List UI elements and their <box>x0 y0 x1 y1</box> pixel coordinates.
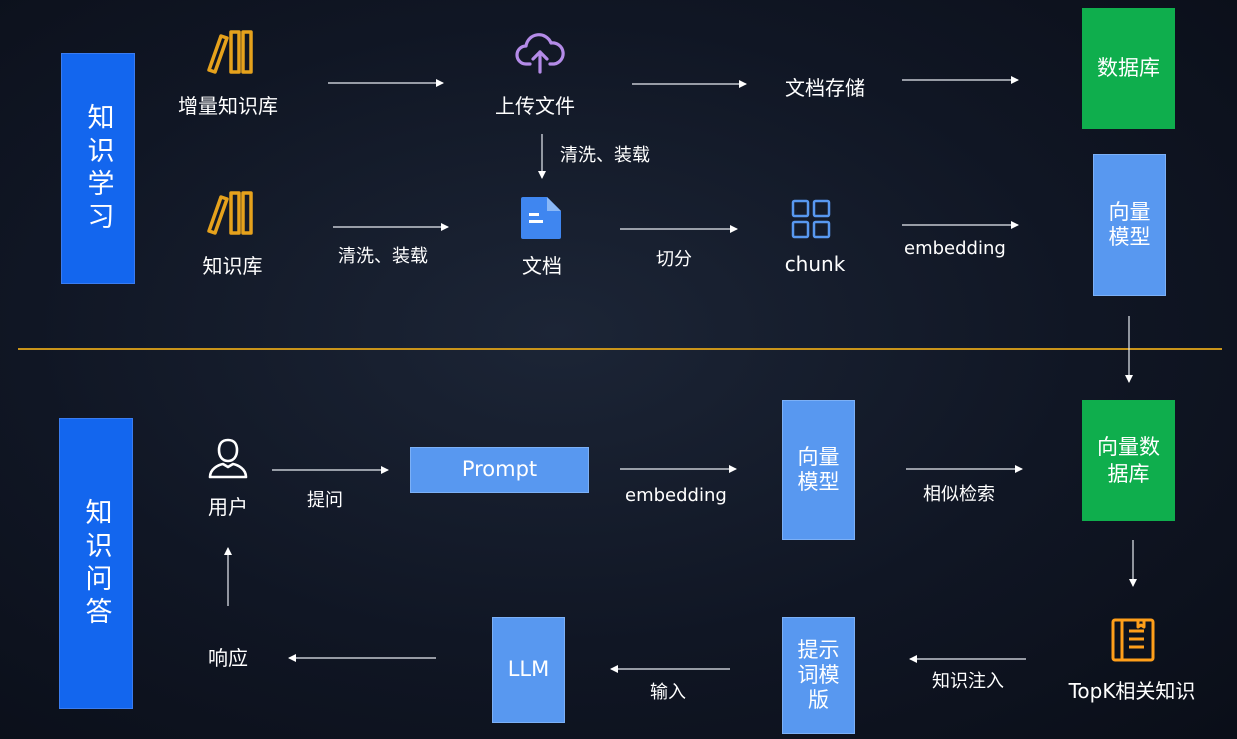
database-label: 数据库 <box>1082 8 1175 129</box>
knowledge-base-label: 知识库 <box>202 254 263 278</box>
clean-load-vertical-label: 清洗、装载 <box>560 145 650 166</box>
respond-label: 响应 <box>208 646 248 670</box>
vector-db-label-wrap: 向量数据库 <box>1082 400 1175 521</box>
prompt-template-box: 提示词模版 <box>782 617 855 734</box>
input-label: 输入 <box>650 682 686 703</box>
topk-label: TopK相关知识 <box>1068 679 1196 703</box>
prompt-template-label: 提示词模版 <box>797 637 840 713</box>
document-label: 文档 <box>522 254 562 278</box>
similarity-search-label: 相似检索 <box>923 484 995 505</box>
split-label: 切分 <box>656 249 692 270</box>
embedding-label-top: embedding <box>904 238 1006 259</box>
clean-load-label: 清洗、装载 <box>338 246 428 267</box>
user-icon <box>208 438 248 479</box>
vector-model-box-top: 向量模型 <box>1093 154 1166 296</box>
embedding-label-bottom: embedding <box>625 485 727 506</box>
section-title-qa: 知识问答 <box>80 497 112 630</box>
user-label: 用户 <box>208 495 248 519</box>
llm-label: LLM <box>507 657 550 682</box>
prompt-label: Prompt <box>461 457 538 482</box>
section-title-learning: 知识学习 <box>82 102 114 235</box>
section-knowledge-learning: 知识学习 <box>61 53 135 284</box>
grid-icon <box>791 199 831 239</box>
prompt-box: Prompt <box>410 447 589 493</box>
section-knowledge-qa: 知识问答 <box>59 418 133 709</box>
incremental-kb-label: 增量知识库 <box>178 94 278 118</box>
vector-model-box-bottom: 向量模型 <box>782 400 855 540</box>
books-icon-2 <box>207 191 253 235</box>
database-cylinder: 数据库 <box>1082 8 1175 129</box>
section-divider <box>18 348 1222 350</box>
llm-box: LLM <box>492 617 565 723</box>
books-icon <box>207 30 253 74</box>
knowledge-inject-label: 知识注入 <box>932 671 1004 692</box>
doc-storage-label: 文档存储 <box>785 76 865 100</box>
vector-model-label-bottom: 向量模型 <box>797 444 840 494</box>
upload-file-label: 上传文件 <box>495 94 575 118</box>
vector-db-cylinder: 向量数据库 <box>1082 400 1175 521</box>
chunk-label: chunk <box>784 252 846 276</box>
file-list-icon <box>1111 618 1155 662</box>
document-icon <box>521 197 561 239</box>
vector-model-label-top: 向量模型 <box>1108 199 1151 249</box>
vector-db-label: 向量数据库 <box>1097 435 1160 486</box>
cloud-upload-icon <box>515 33 565 74</box>
ask-label: 提问 <box>307 490 343 511</box>
